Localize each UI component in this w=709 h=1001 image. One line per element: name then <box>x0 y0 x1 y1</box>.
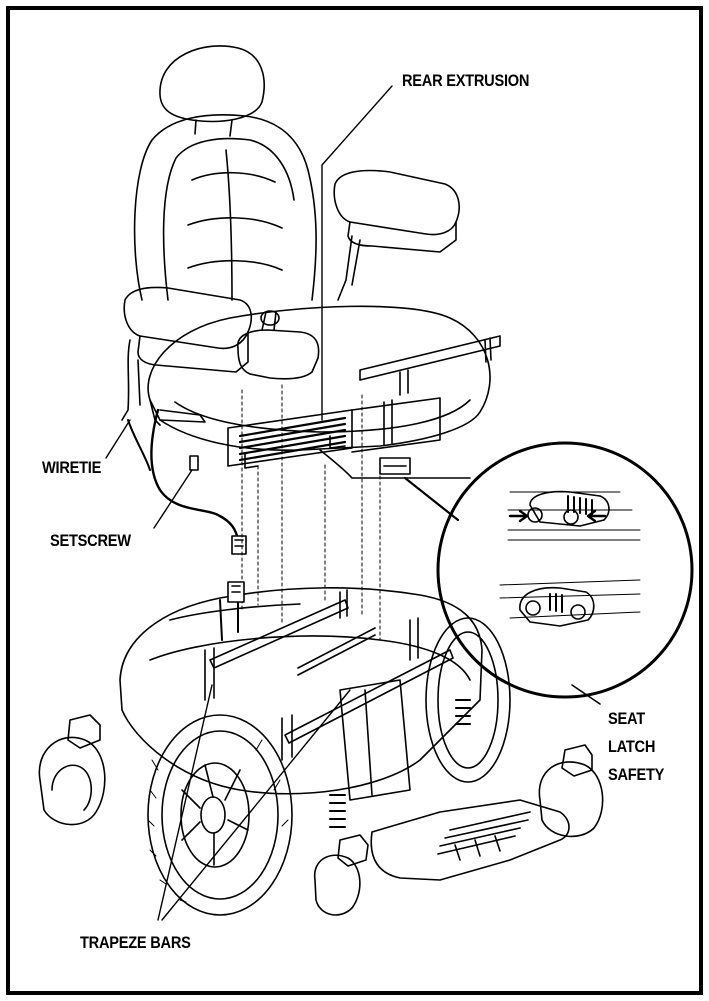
label-safety: SAFETY <box>608 765 665 784</box>
setscrew-leader <box>153 469 193 529</box>
joystick-controller <box>237 329 320 380</box>
right-armrest <box>333 169 460 236</box>
rear-extrusion-leader <box>321 85 393 421</box>
right-arrow <box>586 509 607 523</box>
wiretie-leader <box>105 419 131 459</box>
left-drive-wheel <box>147 714 293 916</box>
label-latch: LATCH <box>608 737 656 756</box>
seat-latch-inset <box>403 441 694 705</box>
footplate <box>370 799 570 881</box>
headrest <box>159 45 265 123</box>
seat-assembly <box>121 45 501 555</box>
label-wiretie: WIRETIE <box>42 458 102 477</box>
callout-leaders <box>105 85 393 921</box>
inset-circle <box>436 441 694 699</box>
label-setscrew: SETSCREW <box>50 531 131 550</box>
wiretie-harness <box>150 408 240 542</box>
seat-mounting-plate <box>227 409 353 467</box>
label-rear-extrusion: REAR EXTRUSION <box>402 71 530 90</box>
latch-leader-line <box>403 476 460 522</box>
right-drive-wheel <box>425 617 511 783</box>
power-base <box>38 581 604 916</box>
right-arm-bar <box>359 335 501 381</box>
label-trapeze-bars: TRAPEZE BARS <box>80 933 191 952</box>
trapeze-leader-b <box>161 689 351 921</box>
base-shroud <box>119 587 483 795</box>
backrest <box>133 114 317 301</box>
trapeze-bar-rear <box>284 649 454 744</box>
trapeze-leader-a <box>157 684 213 921</box>
alignment-lines <box>241 384 381 641</box>
label-seat: SEAT <box>608 709 645 728</box>
left-arrow <box>508 509 529 523</box>
trapeze-bar-front <box>209 599 349 669</box>
